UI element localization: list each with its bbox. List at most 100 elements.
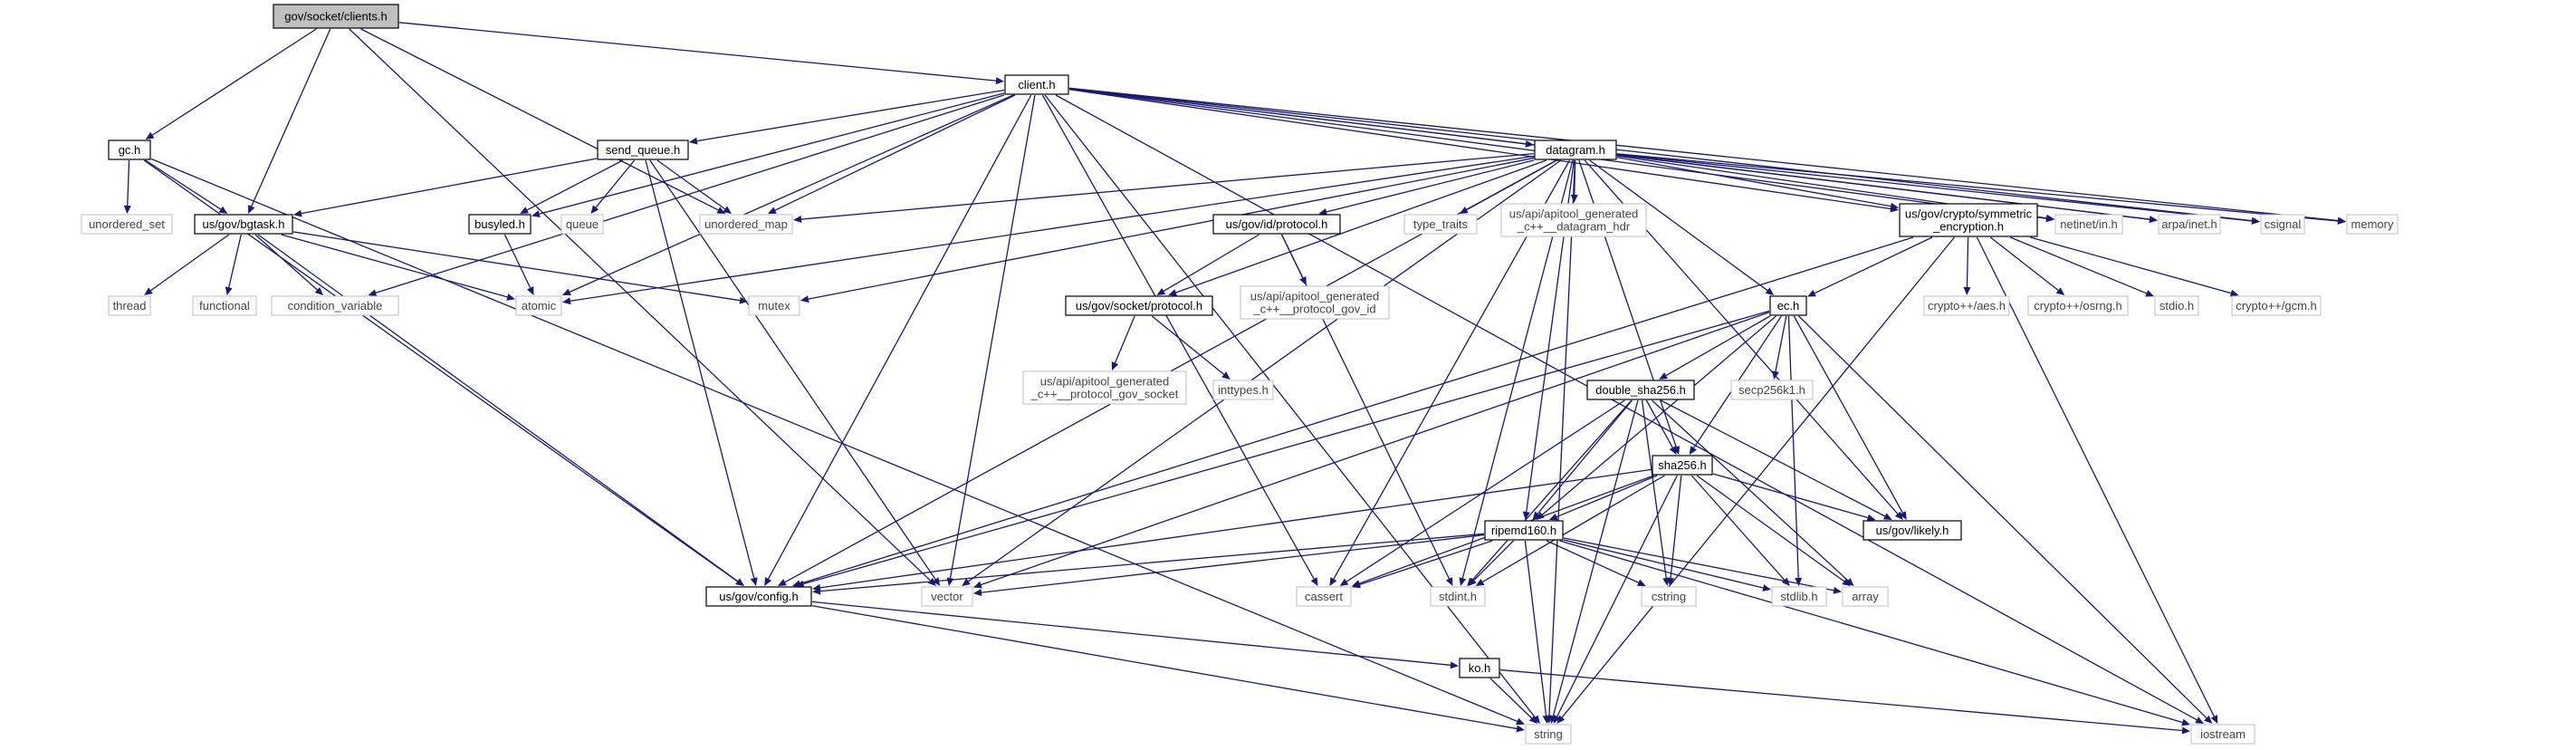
node-send-queue[interactable]: send_queue.h <box>597 139 689 160</box>
node-box <box>1769 295 1807 316</box>
edge-line <box>1616 153 2253 222</box>
node-box <box>560 214 604 235</box>
dependency-edge-ec-to-config <box>795 310 1770 588</box>
node-label: stdint.h <box>1439 590 1477 603</box>
edge-arrowhead <box>248 205 255 214</box>
edge-arrowhead <box>767 207 777 214</box>
node-cstring: cstring <box>1641 586 1697 607</box>
edge-arrowhead <box>1468 577 1477 586</box>
node-gc[interactable]: gc.h <box>108 139 151 160</box>
edge-line <box>1641 399 1667 579</box>
dependency-edge-gc-to-string <box>150 158 1525 726</box>
node-box <box>2158 214 2221 235</box>
node-bgtask[interactable]: us/gov/bgtask.h <box>194 214 293 235</box>
edge-arrowhead <box>946 577 954 586</box>
edge-line <box>1561 236 1955 718</box>
edge-line <box>1482 475 1665 583</box>
node-sym-enc[interactable]: us/gov/crypto/symmetric_encryption.h <box>1899 203 2038 237</box>
edge-line <box>1645 399 1673 448</box>
edge-line <box>398 22 997 82</box>
node-busyled[interactable]: busyled.h <box>468 214 531 235</box>
edge-line <box>1524 540 1547 716</box>
dependency-edge-ec-to-likely <box>1793 315 1907 520</box>
edge-arrowhead <box>1890 202 1899 210</box>
node-box <box>1923 295 2010 316</box>
node-box <box>1586 380 1695 400</box>
dependency-edge-sha256-to-stdint <box>1475 475 1665 586</box>
edge-line <box>281 234 508 298</box>
node-box <box>748 295 800 316</box>
dependency-edge-ripemd-to-iostream <box>1559 540 2190 726</box>
dependency-edge-sha256-to-stdlib <box>1690 475 1790 586</box>
edge-arrowhead <box>1866 514 1876 522</box>
edge-arrowhead <box>1659 372 1668 380</box>
edge-arrowhead <box>1636 579 1646 586</box>
edge-line <box>1068 87 2339 222</box>
node-double-sha[interactable]: double_sha256.h <box>1586 380 1695 400</box>
edge-arrowhead <box>2210 715 2218 724</box>
node-label: vector <box>931 590 963 603</box>
dependency-edge-datagram-to-unordered_map <box>793 152 1535 224</box>
node-ec[interactable]: ec.h <box>1769 295 1807 316</box>
dependency-edge-sha256-to-array <box>1696 475 1851 586</box>
node-id-protocol[interactable]: us/gov/id/protocol.h <box>1212 214 1341 235</box>
node-ko[interactable]: ko.h <box>1459 658 1500 678</box>
edge-arrowhead <box>973 589 982 597</box>
edge-line <box>1175 159 1547 293</box>
dependency-edge-sym_enc-to-osrng <box>1989 236 2065 295</box>
edge-arrowhead <box>2251 216 2260 225</box>
edge-arrowhead <box>1168 289 1178 296</box>
node-label: _c++__datagram_hdr <box>1517 220 1631 234</box>
edge-line <box>151 28 317 136</box>
edge-line <box>1541 315 1776 515</box>
edge-line <box>1537 399 1633 514</box>
node-client[interactable]: client.h <box>1004 74 1069 95</box>
edge-line <box>811 601 1451 666</box>
edge-arrowhead <box>1318 207 1327 216</box>
node-datagram[interactable]: datagram.h <box>1534 139 1617 160</box>
dependency-edge-send_queue-to-unordered_map <box>656 159 733 214</box>
node-label: us/gov/config.h <box>719 590 798 603</box>
edge-line <box>1616 157 1891 207</box>
edge-line <box>1652 399 1849 582</box>
edge-arrowhead <box>314 287 324 295</box>
edge-line <box>1114 315 1135 363</box>
node-label: ec.h <box>1777 299 1800 312</box>
node-box <box>705 586 812 607</box>
node-likely[interactable]: us/gov/likely.h <box>1863 520 1962 541</box>
node-stdint: stdint.h <box>1430 586 1486 607</box>
edge-line <box>1359 540 1493 586</box>
node-socket-protocol[interactable]: us/gov/socket/protocol.h <box>1065 295 1213 316</box>
edge-line <box>645 159 755 579</box>
node-box <box>1212 214 1341 235</box>
edge-arrowhead <box>225 286 233 295</box>
edge-arrowhead <box>1532 715 1540 724</box>
node-box <box>2260 214 2305 235</box>
dependency-edge-send_queue-to-queue <box>590 159 636 214</box>
edge-arrowhead <box>795 580 805 588</box>
edge-line <box>1966 236 1969 288</box>
dependency-edge-sym_enc-to-ec <box>1807 236 1933 297</box>
edge-arrowhead <box>527 286 534 295</box>
node-config[interactable]: us/gov/config.h <box>705 586 812 607</box>
node-label: send_queue.h <box>606 143 680 157</box>
node-box <box>273 4 399 29</box>
edge-line <box>1548 159 1576 716</box>
edge-arrowhead <box>1772 370 1779 380</box>
node-condvar: condition_variable <box>271 295 399 316</box>
node-root[interactable]: gov/socket/clients.h <box>273 4 399 29</box>
dependency-edge-send_queue-to-busyled <box>520 159 624 214</box>
edge-line <box>1775 315 1787 372</box>
node-cassert: cassert <box>1296 586 1352 607</box>
edge-arrowhead <box>2045 214 2054 222</box>
edge-line <box>1163 234 1259 292</box>
dependency-edge-datagram-to-mutex <box>800 157 1535 303</box>
dependency-edge-send_queue-to-vector <box>649 159 941 586</box>
edge-arrowhead <box>995 77 1004 85</box>
edge-line <box>145 159 222 210</box>
node-box <box>468 214 531 235</box>
node-box <box>1212 380 1274 400</box>
node-ripemd[interactable]: ripemd160.h <box>1484 520 1564 541</box>
node-box <box>2190 724 2255 745</box>
node-sha256[interactable]: sha256.h <box>1652 455 1713 476</box>
